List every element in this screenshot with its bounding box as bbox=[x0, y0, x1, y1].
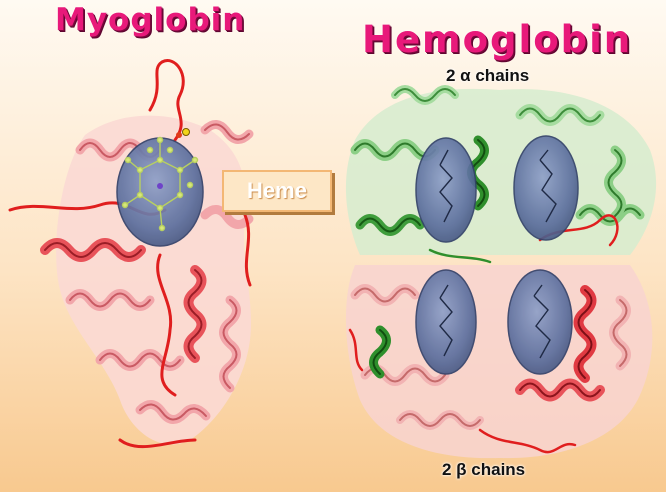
myoglobin-title: Myoglobin bbox=[55, 2, 246, 38]
beta-chains-label: 2 β chains bbox=[442, 460, 526, 479]
hemoglobin-structure bbox=[345, 85, 657, 459]
myoglobin-structure bbox=[8, 59, 254, 449]
heme-disc-icon bbox=[415, 137, 477, 243]
heme-label: Heme bbox=[247, 178, 307, 203]
heme-callout: Heme bbox=[222, 170, 332, 212]
hemoglobin-title: Hemoglobin bbox=[362, 18, 633, 61]
alpha-chains-label: 2 α chains bbox=[446, 66, 530, 85]
heme-disc-icon bbox=[513, 135, 579, 241]
heme-disc-icon bbox=[507, 269, 573, 375]
heme-disc-icon bbox=[415, 269, 477, 375]
